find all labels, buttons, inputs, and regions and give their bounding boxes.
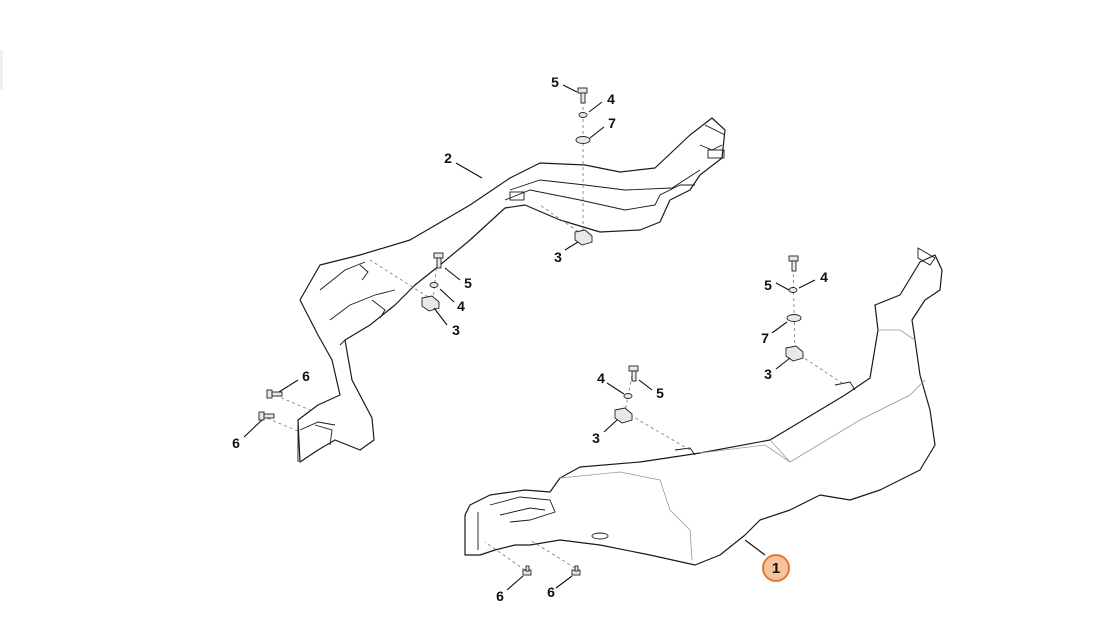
washer-icon	[578, 112, 588, 118]
callout-part-6c[interactable]: 6	[496, 588, 504, 604]
callout-part-5a[interactable]: 5	[551, 74, 559, 90]
washer-icon	[786, 314, 802, 322]
leader-lines	[243, 84, 816, 591]
washer-icon	[788, 287, 798, 293]
washer-icon	[429, 282, 439, 288]
screw-icon	[266, 389, 283, 399]
callout-part-7b[interactable]: 7	[761, 330, 769, 346]
callout-part-5c[interactable]: 5	[764, 277, 772, 293]
callout-part-4b[interactable]: 4	[457, 298, 465, 314]
callout-part-3d[interactable]: 3	[592, 430, 600, 446]
hardware	[258, 87, 804, 576]
washer-icon	[575, 136, 591, 144]
callout-part-3c[interactable]: 3	[764, 366, 772, 382]
callout-part-6a[interactable]: 6	[302, 368, 310, 384]
screw-icon	[522, 565, 532, 576]
clip-nut-icon	[785, 345, 804, 362]
callout-part-5b[interactable]: 5	[464, 275, 472, 291]
screw-icon	[577, 87, 588, 104]
callout-part-3a[interactable]: 3	[554, 249, 562, 265]
upper-frame-part	[297, 117, 726, 463]
callout-part-4a[interactable]: 4	[607, 91, 615, 107]
callout-part-3b[interactable]: 3	[452, 322, 460, 338]
callout-part-2[interactable]: 2	[444, 150, 452, 166]
edge-mark	[0, 50, 3, 90]
callout-labels: 1 2 3 3 3 3 4 4 4 4 5 5 5 5 6 6 6 6 7 7	[232, 74, 828, 604]
screw-icon	[788, 255, 799, 272]
callout-part-5d[interactable]: 5	[656, 385, 664, 401]
screw-icon	[258, 411, 275, 421]
callout-part-4c[interactable]: 4	[820, 269, 828, 285]
lower-frame-part	[464, 247, 943, 566]
screw-icon	[433, 252, 444, 269]
clip-nut-icon	[421, 295, 440, 312]
clip-nut-icon	[574, 229, 593, 246]
screw-icon	[628, 365, 639, 382]
clip-nut-icon	[614, 407, 633, 424]
washer-icon	[623, 393, 633, 399]
callout-part-6d[interactable]: 6	[547, 584, 555, 600]
callout-part-1[interactable]: 1	[762, 554, 790, 582]
callout-part-6b[interactable]: 6	[232, 435, 240, 451]
callout-part-4d[interactable]: 4	[597, 370, 605, 386]
screw-icon	[571, 565, 581, 576]
callout-part-1-text: 1	[772, 560, 780, 577]
callout-part-7a[interactable]: 7	[608, 115, 616, 131]
